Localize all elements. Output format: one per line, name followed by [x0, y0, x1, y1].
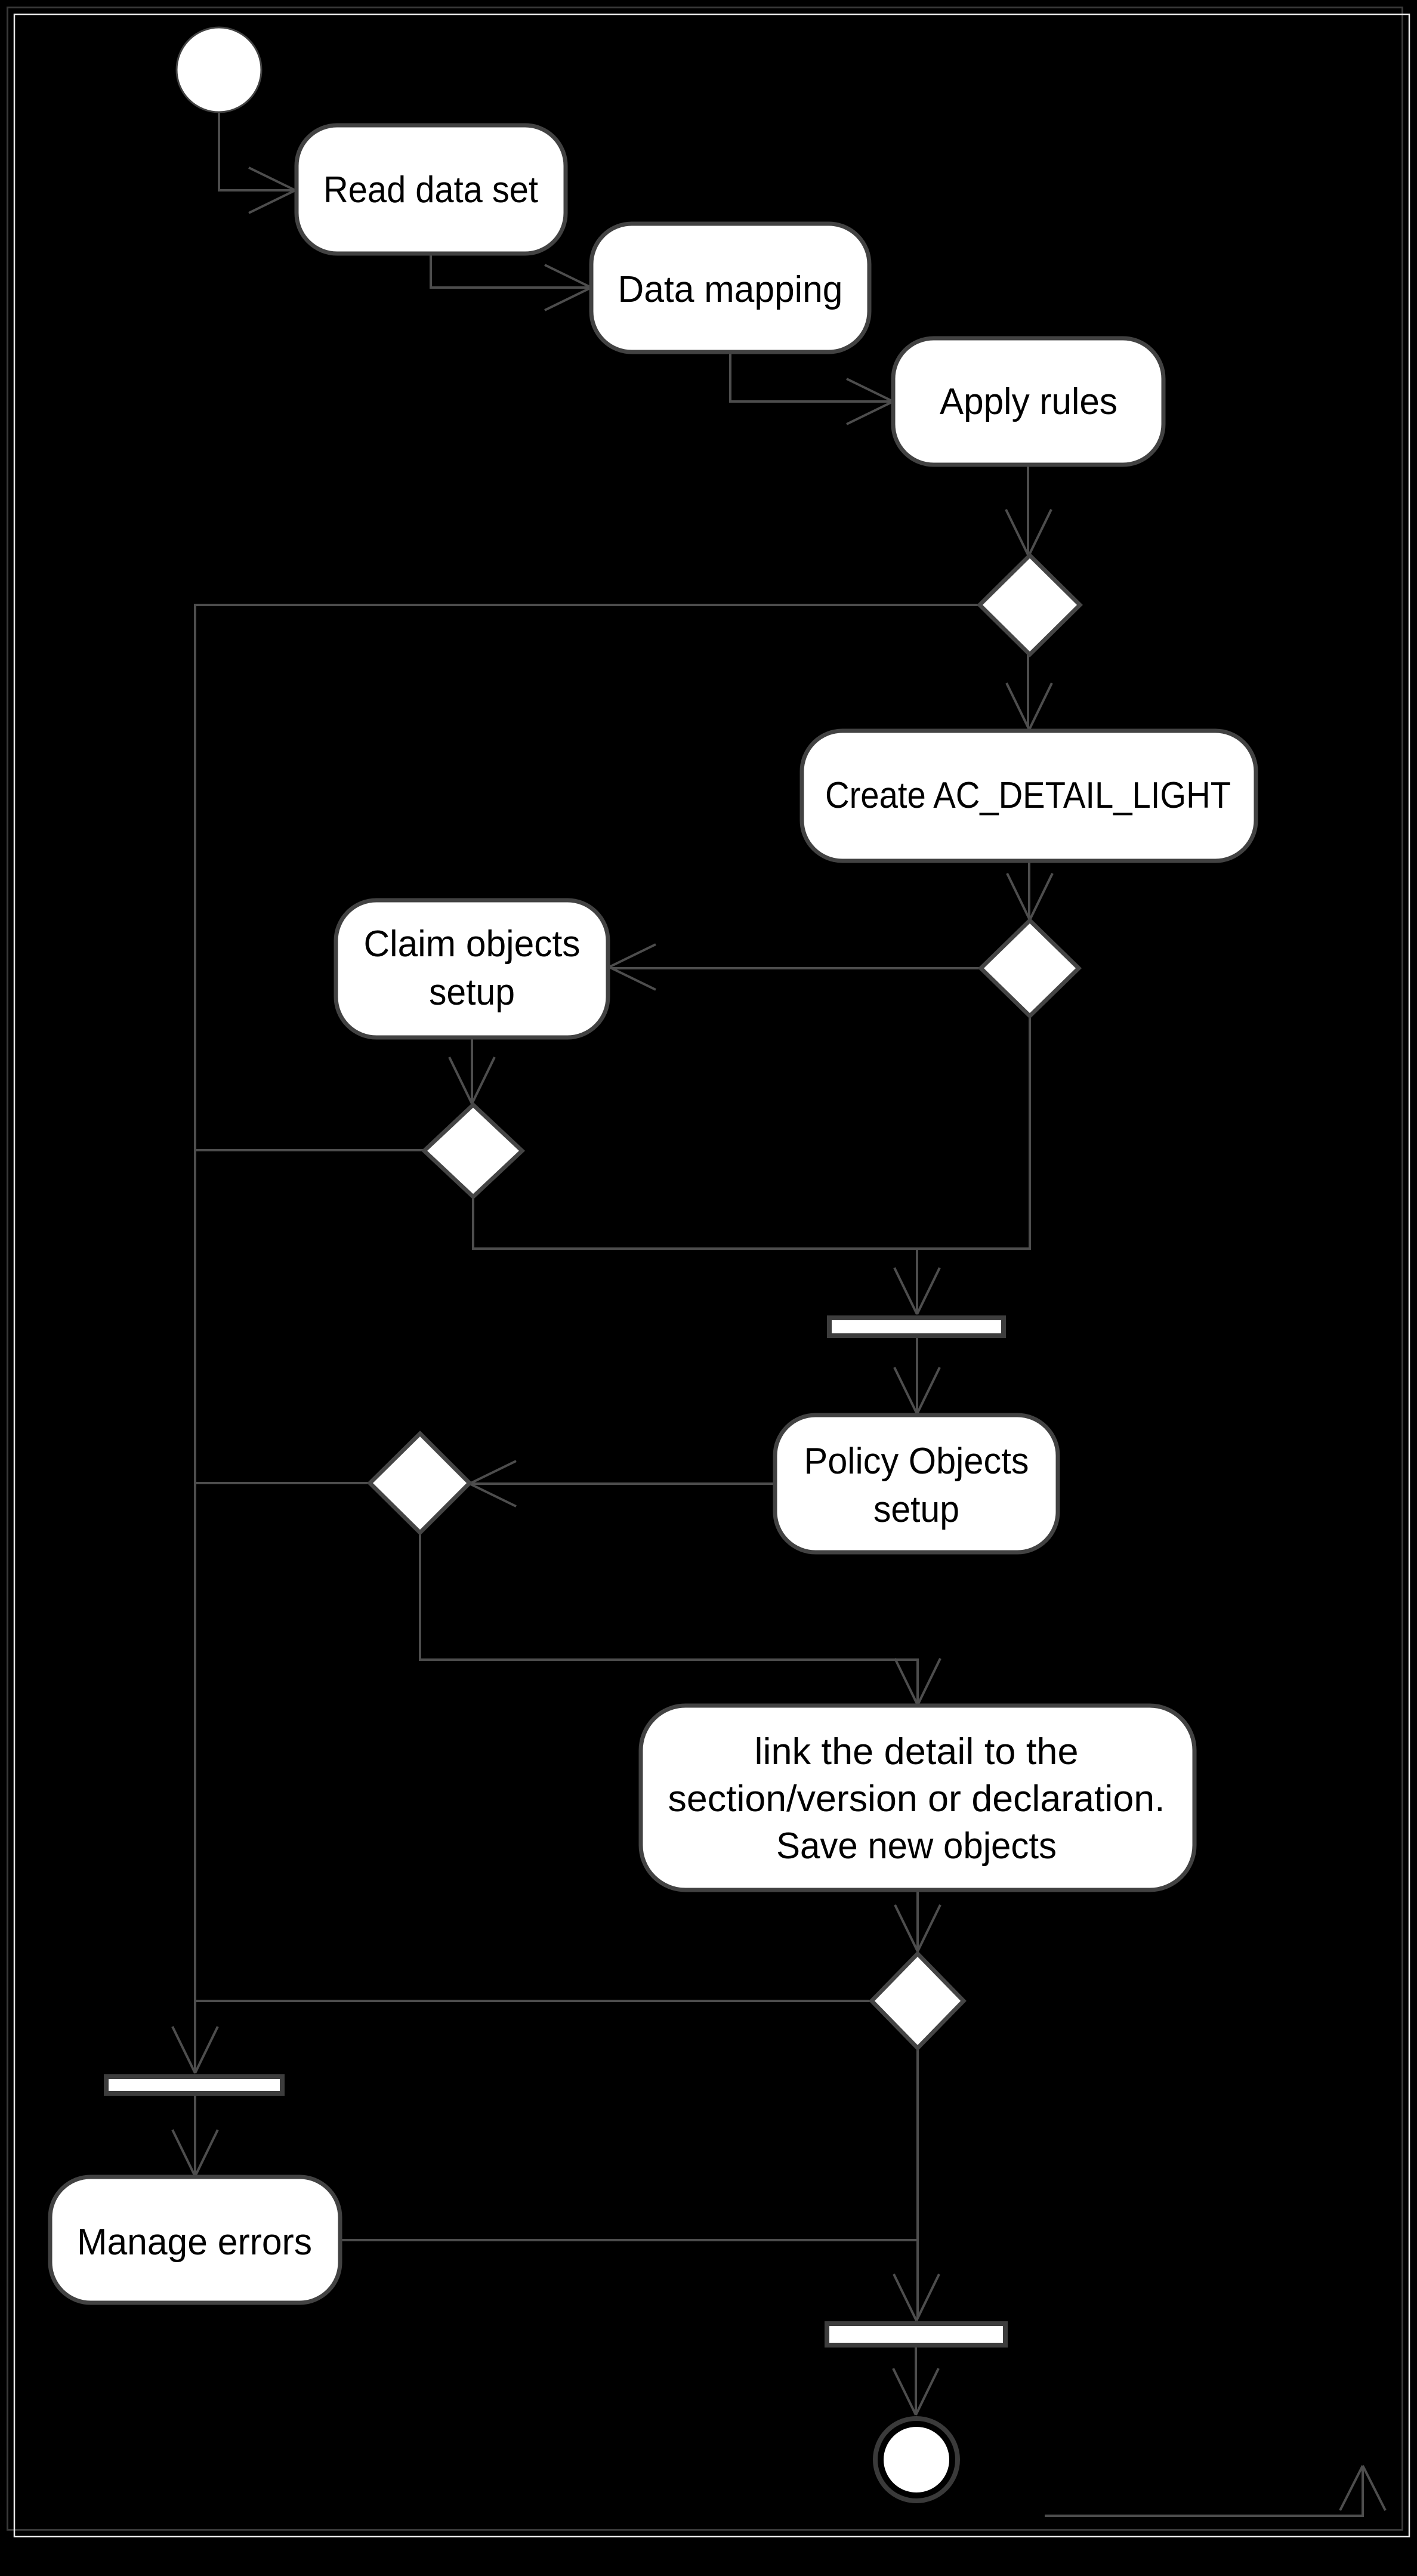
svg-text:Apply rules: Apply rules — [940, 381, 1117, 422]
svg-text:section/version or declaration: section/version or declaration. — [668, 1778, 1165, 1820]
svg-text:Manage errors: Manage errors — [77, 2222, 312, 2263]
svg-text:Policy Objects: Policy Objects — [804, 1441, 1029, 1482]
svg-text:Save new objects: Save new objects — [776, 1826, 1057, 1867]
svg-text:Data mapping: Data mapping — [618, 269, 843, 310]
svg-text:Read data set: Read data set — [323, 169, 538, 211]
svg-text:setup: setup — [873, 1489, 959, 1530]
svg-text:Claim objects: Claim objects — [364, 923, 581, 965]
svg-text:Create AC_DETAIL_LIGHT: Create AC_DETAIL_LIGHT — [825, 775, 1231, 816]
svg-text:setup: setup — [429, 972, 515, 1013]
svg-text:link the detail to the: link the detail to the — [755, 1731, 1079, 1772]
